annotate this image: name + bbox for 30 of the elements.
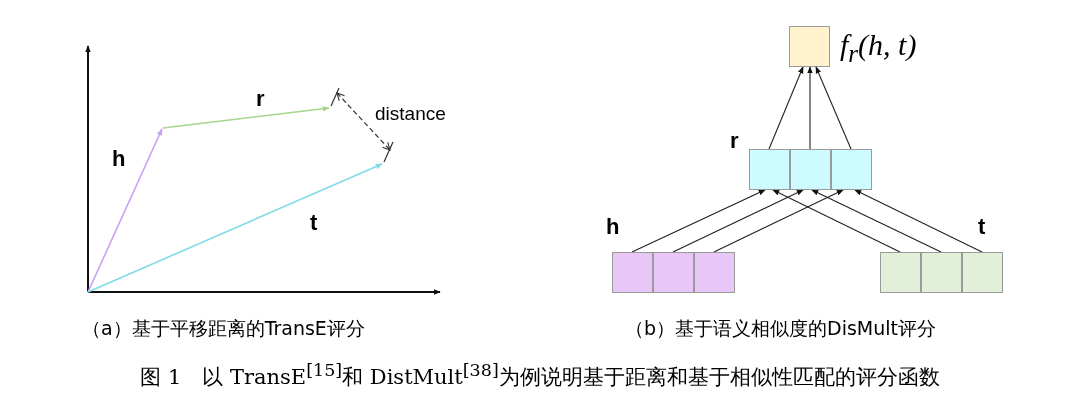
distance-label: distance <box>375 103 446 125</box>
vector-label: r <box>730 128 739 154</box>
figure-caption: 图 1 以 TransE$^{[15]}$和 DistMult$^{[38]}$为例说明基于距离和基于相似性匹配的评分函数 <box>139 360 941 391</box>
vector-cell <box>921 252 962 293</box>
vector-cell <box>831 149 872 190</box>
subfigure-caption: （b）基于语义相似度的DisMult评分 <box>625 316 937 341</box>
arrow <box>631 189 766 253</box>
vector-label: t <box>310 210 318 236</box>
arrow <box>815 66 852 150</box>
vector-label: h <box>606 214 620 240</box>
vector-label: t <box>978 214 986 240</box>
arrow <box>768 66 804 150</box>
arrow <box>672 189 804 253</box>
vector-label: r <box>256 86 265 112</box>
vector-cell <box>653 252 694 293</box>
vector-cell <box>694 252 735 293</box>
arrow <box>811 189 942 253</box>
arrow <box>713 189 844 253</box>
vector-cell <box>962 252 1003 293</box>
arrow <box>807 66 813 150</box>
arrow <box>772 189 901 253</box>
vector-cell <box>789 26 830 67</box>
arrow <box>854 189 983 253</box>
vector-label: h <box>112 146 126 172</box>
vector-cell <box>790 149 831 190</box>
function-label: f$_{r}$(h, t) <box>840 28 917 68</box>
vector-cell <box>612 252 653 293</box>
subfigure-caption: （a）基于平移距离的TransE评分 <box>82 316 365 341</box>
vector-cell <box>749 149 790 190</box>
vector-cell <box>880 252 921 293</box>
